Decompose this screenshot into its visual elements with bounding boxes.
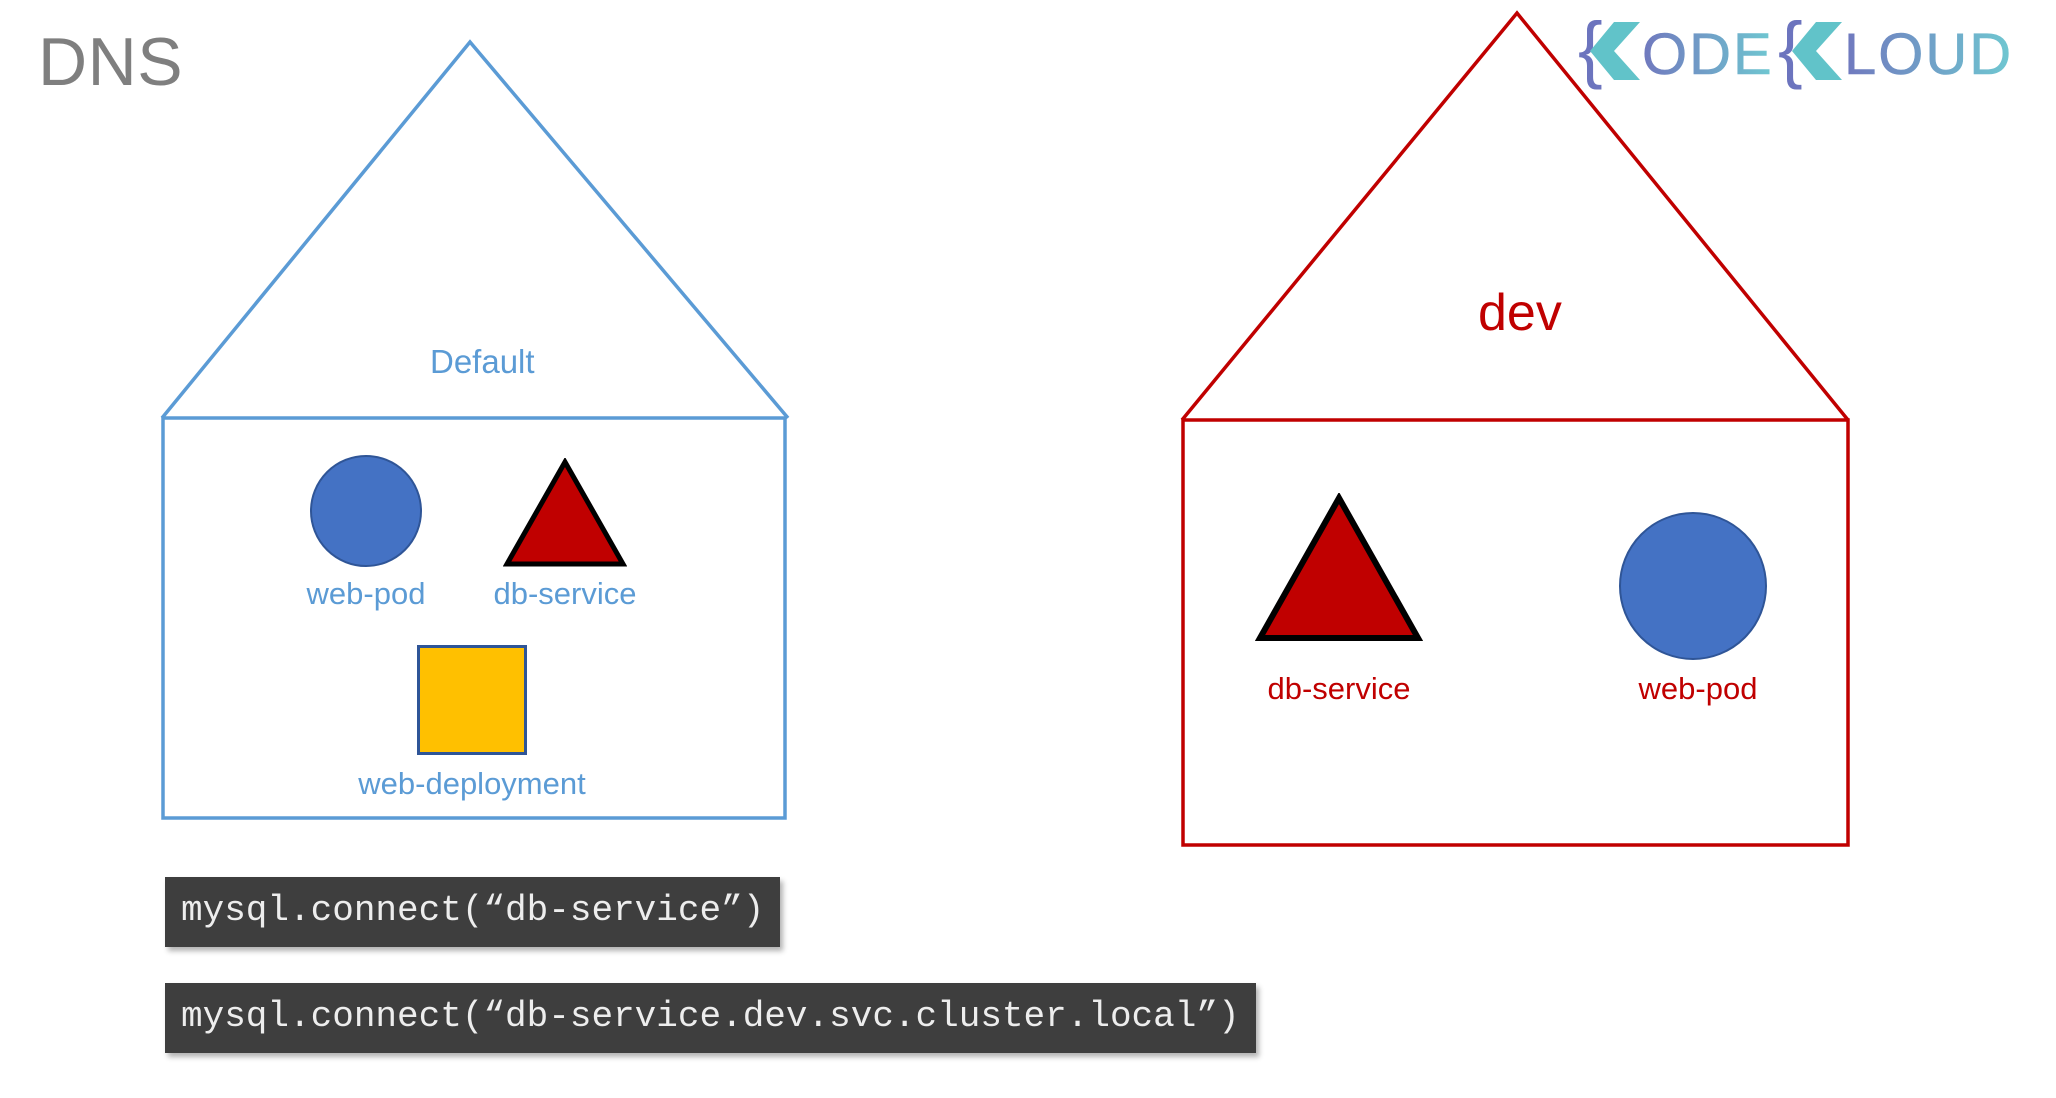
resource-shape-db-service-default [503, 458, 627, 567]
resource-label-web-pod-default: web-pod [306, 576, 426, 611]
namespace-label-default: Default [430, 343, 535, 380]
namespace-house-dev [1180, 10, 1850, 847]
resource-shape-web-deployment [417, 645, 527, 755]
house-body-default [161, 416, 787, 820]
code-snippet-short-name: mysql.connect(“db-service”) [165, 877, 781, 947]
resource-shape-web-pod-dev [1619, 512, 1767, 660]
resource-label-web-deployment: web-deployment [358, 766, 586, 801]
page-title: DNS [38, 24, 184, 100]
logo-word-ode: ODE [1642, 22, 1774, 87]
resource-label-db-service-dev: db-service [1267, 671, 1411, 706]
resource-shape-web-pod-default [310, 455, 422, 567]
resource-label-web-pod-dev: web-pod [1638, 671, 1758, 706]
logo-word-loud: LOUD [1844, 22, 2013, 87]
kodekloud-logo: { ODE { LOUD [1578, 12, 2013, 90]
namespace-label-dev: dev [1478, 284, 1562, 342]
code-snippet-fqdn: mysql.connect(“db-service.dev.svc.cluste… [165, 983, 1256, 1053]
resource-shape-db-service-dev [1255, 493, 1423, 641]
resource-label-db-service-default: db-service [493, 576, 637, 611]
